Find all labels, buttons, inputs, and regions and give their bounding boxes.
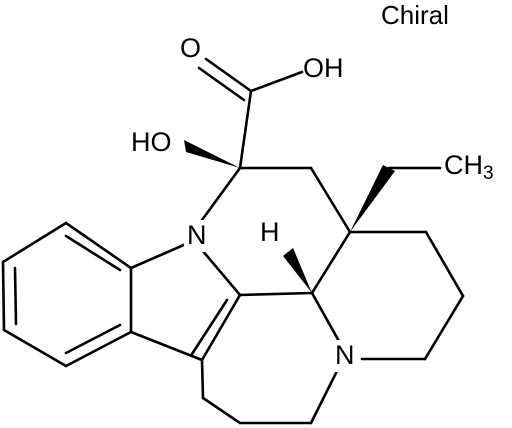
upper-ring [200, 166, 352, 295]
bond [238, 291, 314, 297]
bond [309, 369, 339, 425]
atom-label: CH3 [444, 150, 494, 184]
bond [310, 291, 342, 345]
lower-ring [200, 291, 342, 425]
bond [13, 266, 18, 326]
bond [129, 242, 188, 270]
bond [204, 57, 253, 93]
atom-label: HO [131, 127, 172, 157]
bond [424, 230, 465, 298]
pyrrole-ring [129, 242, 242, 362]
wedge-bond [350, 165, 395, 232]
atom-acid-hydroxyl: OH [303, 53, 344, 83]
bond [129, 330, 204, 362]
ethyl-group [350, 165, 442, 232]
bond [197, 66, 246, 102]
bond [1, 221, 68, 264]
atom-label: N [335, 340, 355, 370]
bond [423, 294, 465, 361]
wedge-bond [184, 140, 240, 168]
bond [238, 89, 253, 170]
atom-carbonyl-oxygen: O [180, 33, 201, 63]
bond [200, 248, 242, 297]
atom-label: OH [303, 53, 344, 83]
methyl-text: CH [444, 150, 483, 180]
atom-methyl: CH3 [444, 150, 494, 184]
bond [201, 396, 242, 425]
atom-hydrogen: H [260, 217, 280, 247]
bond [200, 293, 242, 362]
bond [190, 298, 229, 356]
atom-label: H [260, 217, 280, 247]
benzene-ring [1, 221, 133, 368]
carboxylic-acid-group [197, 57, 304, 170]
bond [64, 323, 122, 355]
bond [64, 330, 133, 368]
atom-hydroxyl: HO [131, 127, 172, 157]
bond [309, 166, 352, 234]
bond [200, 166, 242, 222]
atom-label: N [187, 220, 207, 250]
atom-indole-nitrogen: N [184, 220, 211, 252]
bond [1, 260, 6, 332]
methyl-subscript: 3 [483, 163, 494, 184]
bond [200, 358, 205, 400]
bond [64, 221, 133, 270]
wedge-bond [283, 248, 312, 293]
atom-label: O [180, 33, 201, 63]
bond [2, 328, 68, 368]
atom-amine-nitrogen: N [333, 340, 359, 372]
bond [64, 234, 122, 272]
bond [310, 230, 352, 295]
piperidine-ring [348, 230, 465, 361]
bond [249, 70, 304, 93]
chiral-label: Chiral [381, 0, 449, 30]
